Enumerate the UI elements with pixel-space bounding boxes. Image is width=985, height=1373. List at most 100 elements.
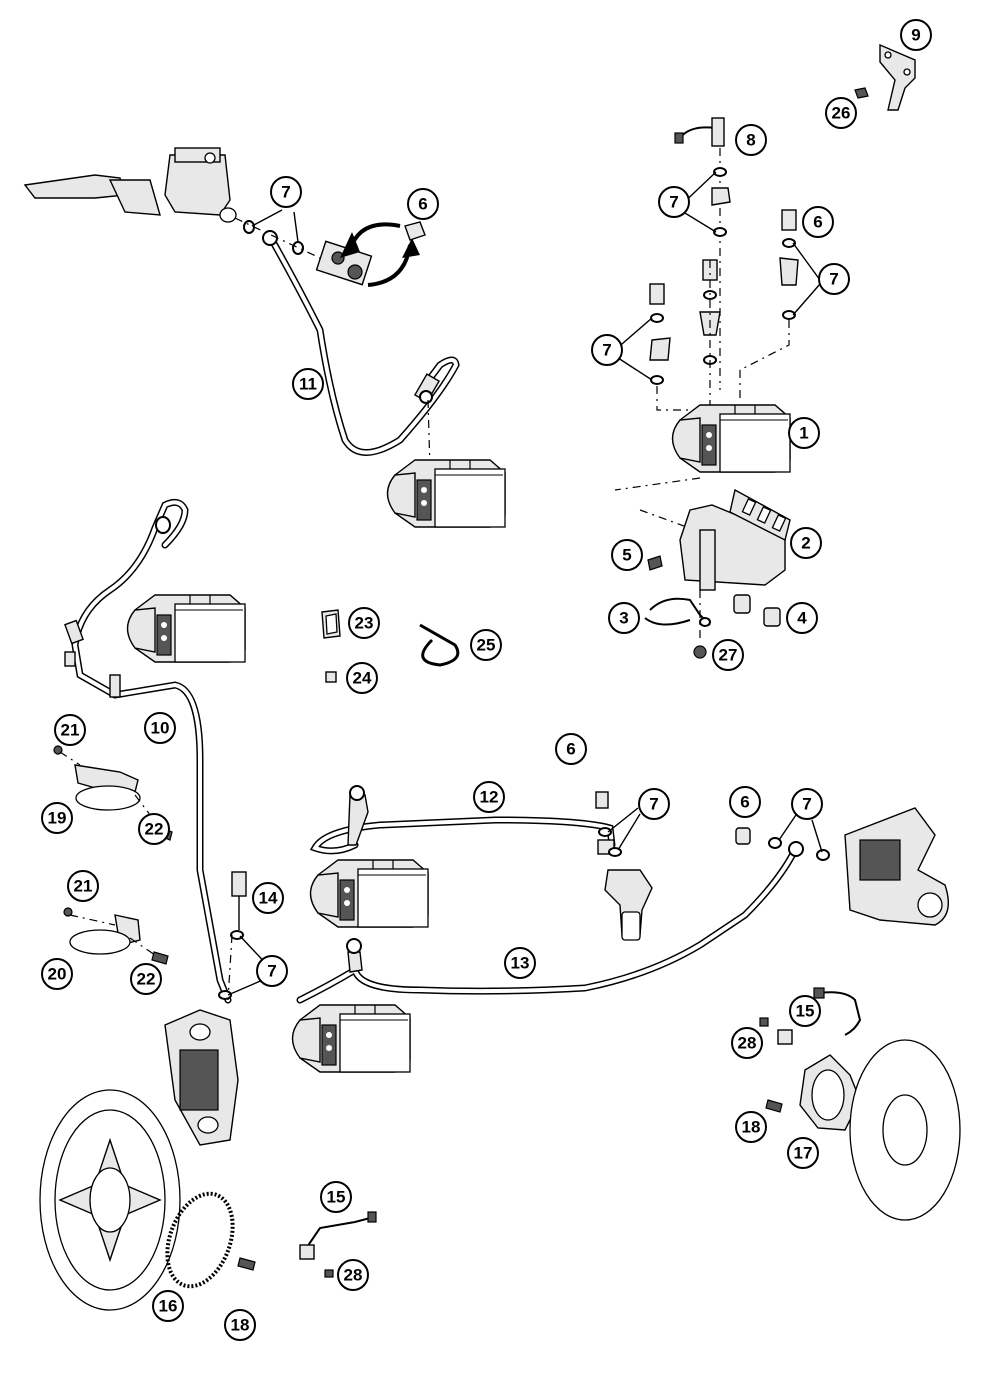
callout-7: 7 <box>658 186 690 218</box>
callout-number: 7 <box>602 341 611 360</box>
callout-number: 27 <box>719 646 738 665</box>
callout-circle <box>638 788 670 820</box>
rear-brake-line-12 <box>309 785 616 855</box>
callout-circle <box>270 176 302 208</box>
bolt-18-front <box>237 1257 256 1271</box>
callout-number: 2 <box>801 534 810 553</box>
callout-number: 18 <box>231 1316 250 1335</box>
callout-number: 10 <box>151 719 170 738</box>
callout-28: 28 <box>731 1027 763 1059</box>
abs-bracket-9 <box>854 43 916 111</box>
front-brake-disc <box>39 1089 181 1311</box>
callout-circle <box>337 1259 369 1291</box>
callout-number: 16 <box>159 1297 178 1316</box>
callout-circle <box>658 186 690 218</box>
callout-number: 28 <box>344 1266 363 1285</box>
callout-number: 17 <box>794 1144 813 1163</box>
abs-unit-reference-1 <box>386 459 506 528</box>
callout-21: 21 <box>54 714 86 746</box>
callout-circle <box>41 802 73 834</box>
callout-12: 12 <box>473 781 505 813</box>
callout-circle <box>789 995 821 1027</box>
callout-7: 7 <box>638 788 670 820</box>
abs-unit-reference-4 <box>291 1004 411 1073</box>
front-brake-master-cylinder <box>23 147 237 223</box>
callout-14: 14 <box>252 882 284 914</box>
callout-18: 18 <box>224 1309 256 1341</box>
callout-25: 25 <box>470 629 502 661</box>
callout-number: 24 <box>353 669 372 688</box>
callout-circle <box>152 1290 184 1322</box>
callout-number: 13 <box>511 954 530 973</box>
callout-19: 19 <box>41 802 73 834</box>
callout-6: 6 <box>729 786 761 818</box>
callout-6: 6 <box>802 206 834 238</box>
rear-abs-ring-17 <box>799 1054 861 1131</box>
callout-circle <box>735 124 767 156</box>
callout-circle <box>473 781 505 813</box>
callout-circle <box>786 602 818 634</box>
callout-circle <box>256 955 288 987</box>
callout-15: 15 <box>789 995 821 1027</box>
callout-circle <box>54 714 86 746</box>
callout-circle <box>611 539 643 571</box>
callout-number: 28 <box>738 1034 757 1053</box>
callout-circle <box>731 1027 763 1059</box>
callout-7: 7 <box>256 955 288 987</box>
callout-4: 4 <box>786 602 818 634</box>
callout-10: 10 <box>144 712 176 744</box>
callout-9: 9 <box>900 19 932 51</box>
callout-18: 18 <box>735 1111 767 1143</box>
callout-7: 7 <box>270 176 302 208</box>
callout-number: 6 <box>418 195 427 214</box>
rubber-dampers-4 <box>733 594 781 627</box>
callout-1: 1 <box>788 417 820 449</box>
callout-number: 6 <box>740 793 749 812</box>
callout-number: 14 <box>259 889 278 908</box>
callout-number: 22 <box>145 820 164 839</box>
callout-16: 16 <box>152 1290 184 1322</box>
cable-tie-25 <box>419 623 460 667</box>
callout-number: 7 <box>267 962 276 981</box>
callout-17: 17 <box>787 1137 819 1169</box>
callout-circle <box>790 527 822 559</box>
callout-number: 19 <box>48 809 67 828</box>
rear-speed-sensor-15 <box>759 987 862 1045</box>
callout-28: 28 <box>337 1259 369 1291</box>
callout-number: 15 <box>327 1188 346 1207</box>
callout-number: 4 <box>797 609 807 628</box>
callout-3: 3 <box>608 602 640 634</box>
callout-circle <box>712 639 744 671</box>
abs-unit-1 <box>671 404 791 473</box>
callout-number: 7 <box>802 795 811 814</box>
callout-circle <box>735 1111 767 1143</box>
callout-number: 23 <box>355 614 374 633</box>
callout-circle <box>320 1181 352 1213</box>
callout-24: 24 <box>346 662 378 694</box>
callout-number: 20 <box>48 965 67 984</box>
callout-15: 15 <box>320 1181 352 1213</box>
callout-circle <box>825 97 857 129</box>
callout-circle <box>130 963 162 995</box>
abs-unit-fittings <box>649 167 799 411</box>
front-speed-sensor-15 <box>299 1211 377 1278</box>
callout-circle <box>346 662 378 694</box>
callout-number: 7 <box>829 270 838 289</box>
callout-circle <box>292 368 324 400</box>
callout-number: 11 <box>299 375 317 394</box>
callout-circle <box>407 188 439 220</box>
callout-number: 8 <box>746 131 755 150</box>
callout-circle <box>788 417 820 449</box>
rear-master-cylinder <box>595 791 653 941</box>
callout-5: 5 <box>611 539 643 571</box>
callout-number: 7 <box>281 183 290 202</box>
callout-number: 9 <box>911 26 920 45</box>
callout-circle <box>729 786 761 818</box>
callout-26: 26 <box>825 97 857 129</box>
line-holder-20 <box>63 907 169 965</box>
callout-7: 7 <box>591 334 623 366</box>
callout-8: 8 <box>735 124 767 156</box>
callout-number: 26 <box>832 104 851 123</box>
callout-circle <box>144 712 176 744</box>
